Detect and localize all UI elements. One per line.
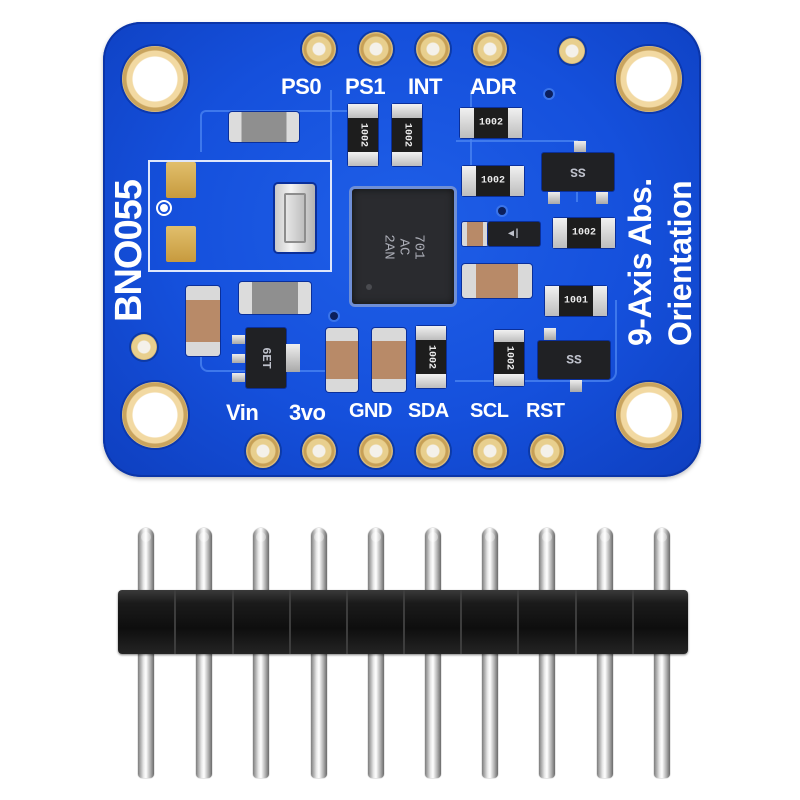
- resistor-r3: 1002: [460, 108, 522, 138]
- strip-divider: [403, 590, 405, 654]
- mounting-hole-top-left: [122, 46, 188, 112]
- pin-label-ps1: PS1: [345, 74, 386, 99]
- pin-label-int: INT: [408, 74, 442, 99]
- pad-adr: [473, 32, 507, 66]
- resistor-marking: 1002: [478, 117, 504, 129]
- bno055-main-chip: 701 AC 2AN: [352, 189, 454, 304]
- via: [545, 90, 553, 98]
- capacitor-c7: [372, 328, 406, 392]
- pin-label-3vo: 3vo: [289, 400, 326, 425]
- transistor-marking: SS: [566, 352, 582, 368]
- diode-marking: ◀|: [507, 229, 521, 240]
- resistor-r4: 1002: [462, 166, 524, 196]
- transistor-leg: [596, 192, 608, 204]
- resistor-marking: 1001: [563, 295, 589, 307]
- resistor-r5: 1002: [553, 218, 615, 248]
- pin1-dot: [366, 284, 372, 290]
- strip-divider: [632, 590, 634, 654]
- pin-label-gnd: GND: [349, 400, 392, 422]
- pad-extra-left: [131, 334, 157, 360]
- crystal-oscillator: [275, 184, 315, 252]
- pin-label-rst: RST: [526, 400, 565, 422]
- mounting-hole-bottom-left: [122, 382, 188, 448]
- strip-divider: [174, 590, 176, 654]
- transistor-leg: [548, 192, 560, 204]
- resistor-marking: 1002: [571, 227, 597, 239]
- capacitor-c6: [326, 328, 358, 392]
- pin-label-adr: ADR: [470, 74, 517, 99]
- pin-label-scl: SCL: [470, 400, 509, 422]
- transistor-leg: [544, 328, 556, 340]
- regulator-tab: [286, 344, 300, 372]
- regulator-leg: [232, 373, 246, 382]
- pad-int: [416, 32, 450, 66]
- pad-rst: [530, 434, 564, 468]
- capacitor-c4: [239, 282, 311, 314]
- transistor-leg: [570, 380, 582, 392]
- trace: [455, 300, 617, 382]
- via: [160, 204, 168, 212]
- voltage-regulator: 6ET: [246, 328, 286, 388]
- pad-ps1: [359, 32, 393, 66]
- diode-d1: ◀|: [488, 222, 540, 246]
- footprint-outline: [148, 160, 332, 272]
- pin-label-sda: SDA: [408, 400, 449, 422]
- trace: [200, 110, 352, 152]
- via: [330, 312, 338, 320]
- pin-label-vin: Vin: [226, 400, 259, 425]
- trace: [330, 90, 334, 185]
- pad-scl: [473, 434, 507, 468]
- gold-pad: [166, 162, 196, 198]
- capacitor-c1: [229, 112, 299, 142]
- pad-extra-top: [559, 38, 585, 64]
- mounting-hole-bottom-right: [616, 382, 682, 448]
- strip-divider: [232, 590, 234, 654]
- transistor-q1: SS: [542, 153, 614, 191]
- via: [498, 207, 506, 215]
- resistor-r6: 1001: [545, 286, 607, 316]
- strip-divider: [346, 590, 348, 654]
- strip-divider: [517, 590, 519, 654]
- strip-divider: [460, 590, 462, 654]
- regulator-leg: [232, 354, 246, 363]
- resistor-r1: 1002: [348, 104, 378, 166]
- transistor-leg: [574, 141, 586, 153]
- regulator-leg: [232, 335, 246, 344]
- resistor-marking: 1002: [480, 175, 506, 187]
- strip-divider: [575, 590, 577, 654]
- pad-vin: [246, 434, 280, 468]
- pad-gnd: [359, 434, 393, 468]
- strip-divider: [289, 590, 291, 654]
- pad-sda: [416, 434, 450, 468]
- capacitor-c3: [462, 264, 532, 298]
- pad-3vo: [302, 434, 336, 468]
- pin-label-ps0: PS0: [281, 74, 322, 99]
- gold-pad: [166, 226, 196, 262]
- mounting-hole-top-right: [616, 46, 682, 112]
- pad-ps0: [302, 32, 336, 66]
- resistor-r7: 1002: [416, 326, 446, 388]
- resistor-r8: 1002: [494, 330, 524, 386]
- resistor-r2: 1002: [392, 104, 422, 166]
- capacitor-c5: [186, 286, 220, 356]
- capacitor-c2: [462, 222, 488, 246]
- transistor-q2: SS: [538, 341, 610, 379]
